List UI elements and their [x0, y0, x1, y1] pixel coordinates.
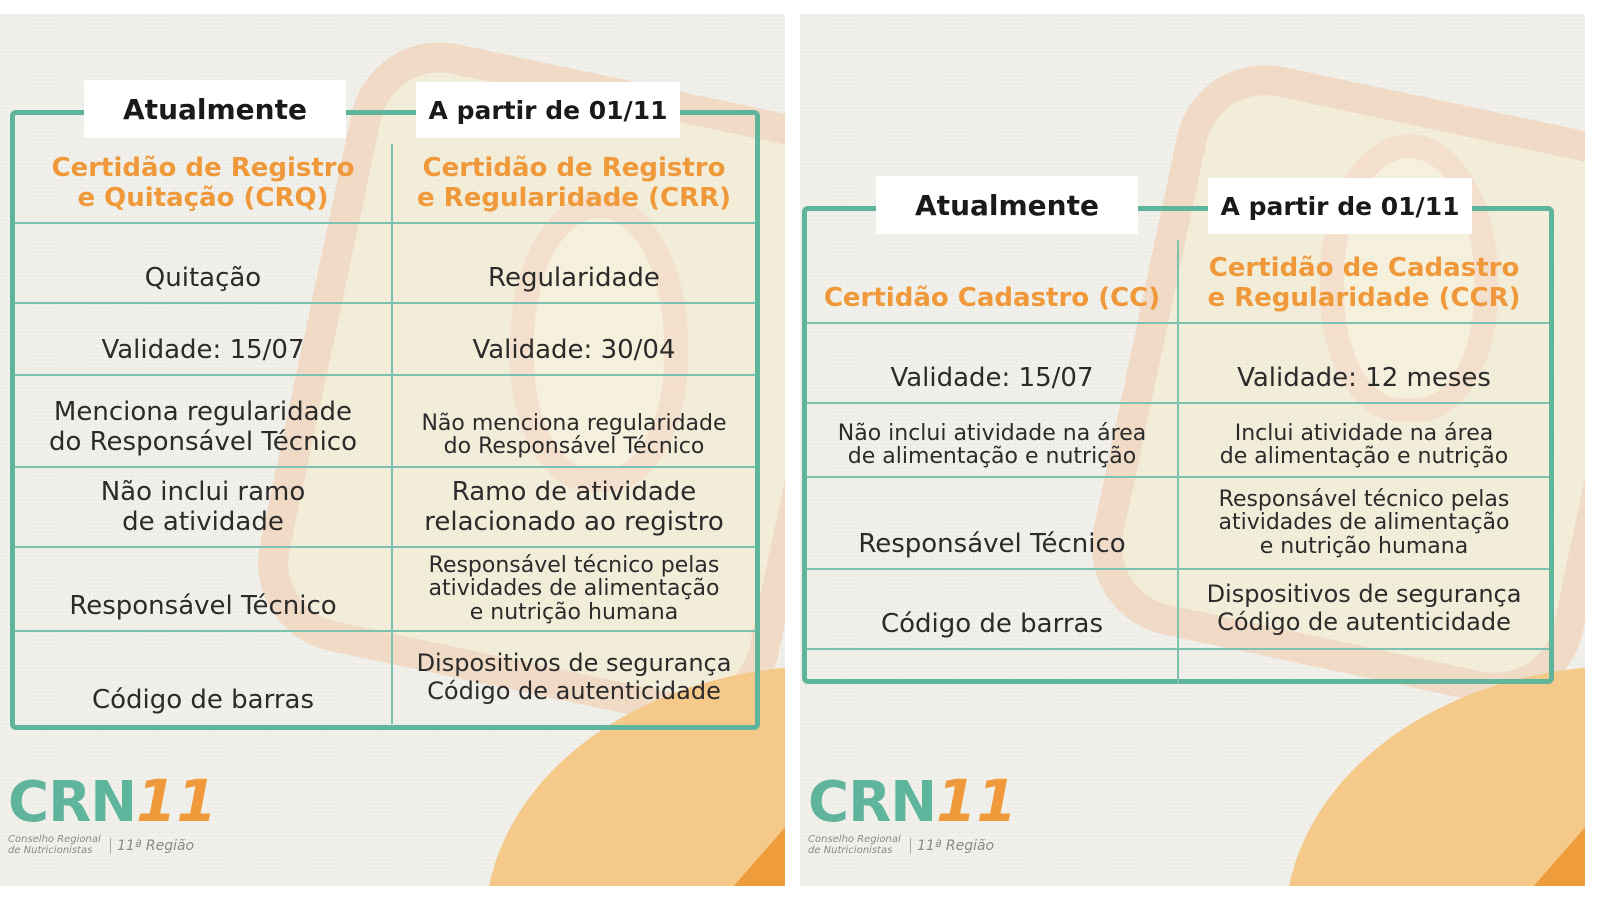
cell-current: Validade: 15/07: [890, 363, 1094, 394]
table-row: Código de barras Dispositivos de seguran…: [15, 632, 755, 724]
table-row: Certidão de Registro e Quitação (CRQ) Ce…: [15, 144, 755, 224]
cell-new: Ramo de atividade relacionado ao registr…: [391, 468, 755, 546]
cell-new-title: Certidão de Registro e Regularidade (CRR…: [391, 144, 755, 222]
cell-current: Código de barras: [880, 609, 1104, 640]
comparison-table-left: Certidão de Registro e Quitação (CRQ) Ce…: [15, 144, 755, 724]
cell-current: Responsável Técnico: [858, 529, 1126, 560]
cell-current: Menciona regularidade do Responsável Téc…: [48, 397, 357, 458]
header-current: Atualmente: [876, 176, 1138, 234]
cell-new: Dispositivos de segurança Código de aute…: [391, 632, 755, 724]
cell-new: Não menciona regularidade do Responsável…: [391, 376, 755, 466]
comparison-table-right: Certidão Cadastro (CC) Certidão de Cadas…: [807, 240, 1549, 684]
logo-subtitle: Conselho Regional de Nutricionistas: [808, 834, 901, 856]
cell-new: [1177, 650, 1549, 684]
header-new: A partir de 01/11: [1208, 178, 1472, 234]
header-current: Atualmente: [84, 80, 346, 138]
cell-current: Quitação: [144, 263, 262, 294]
cell-current: Validade: 15/07: [101, 335, 305, 366]
crn11-logo: CRN11 Conselho Regional de Nutricionista…: [8, 772, 217, 856]
table-row: Menciona regularidade do Responsável Téc…: [15, 376, 755, 468]
cell-current: Responsável Técnico: [69, 591, 337, 622]
crn11-logo: CRN11 Conselho Regional de Nutricionista…: [808, 772, 1017, 856]
table-row: [807, 650, 1549, 684]
cell-current: Não inclui atividade na área de alimenta…: [837, 420, 1147, 469]
cell-current: Código de barras: [91, 685, 315, 716]
logo-subtitle: Conselho Regional de Nutricionistas: [8, 834, 101, 856]
header-new: A partir de 01/11: [416, 82, 680, 138]
table-row: Quitação Regularidade: [15, 224, 755, 304]
logo-name: CRN: [808, 770, 937, 835]
logo-region: 11ª Região: [110, 837, 194, 854]
cell-current: Não inclui ramo de atividade: [100, 477, 306, 538]
decorative-corner-accent: [1525, 816, 1585, 886]
right-panel: Atualmente A partir de 01/11 Certidão Ca…: [800, 14, 1585, 886]
cell-new: Inclui atividade na área de alimentação …: [1177, 404, 1549, 476]
cell-new: Regularidade: [391, 224, 755, 302]
logo-number: 11: [936, 767, 1017, 835]
decorative-corner-accent: [725, 816, 785, 886]
cell-new: Responsável técnico pelas atividades de …: [391, 548, 755, 630]
cell-current-title: Certidão de Registro e Quitação (CRQ): [51, 153, 355, 214]
table-row: Validade: 15/07 Validade: 30/04: [15, 304, 755, 376]
cell-new-title: Certidão de Cadastro e Regularidade (CCR…: [1177, 240, 1549, 322]
cell-current-title: Certidão Cadastro (CC): [823, 283, 1161, 314]
table-row: Responsável Técnico Responsável técnico …: [807, 478, 1549, 570]
table-row: Certidão Cadastro (CC) Certidão de Cadas…: [807, 240, 1549, 324]
logo-number: 11: [136, 767, 217, 835]
decorative-corner-shape: [1285, 666, 1585, 886]
table-row: Responsável Técnico Responsável técnico …: [15, 548, 755, 632]
table-row: Não inclui atividade na área de alimenta…: [807, 404, 1549, 478]
logo-name: CRN: [8, 770, 137, 835]
cell-new: Dispositivos de segurança Código de aute…: [1177, 570, 1549, 648]
cell-new: Responsável técnico pelas atividades de …: [1177, 478, 1549, 568]
cell-new: Validade: 30/04: [391, 304, 755, 374]
comparison-table-frame: [10, 110, 760, 730]
logo-region: 11ª Região: [910, 837, 994, 854]
table-row: Código de barras Dispositivos de seguran…: [807, 570, 1549, 650]
table-row: Validade: 15/07 Validade: 12 meses: [807, 324, 1549, 404]
left-panel: Atualmente A partir de 01/11 Certidão de…: [0, 14, 785, 886]
cell-new: Validade: 12 meses: [1177, 324, 1549, 402]
cell-current: [807, 650, 1177, 684]
table-row: Não inclui ramo de atividade Ramo de ati…: [15, 468, 755, 548]
